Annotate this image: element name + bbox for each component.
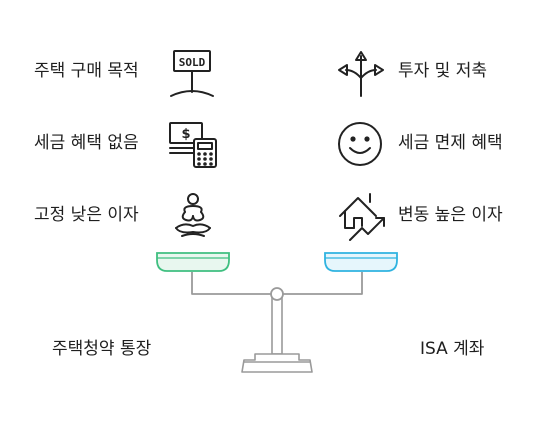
svg-text:$: $ bbox=[181, 127, 190, 142]
right-pan bbox=[324, 252, 398, 272]
right-item-1-label: 투자 및 저축 bbox=[398, 61, 488, 81]
left-item-3-label: 고정 낮은 이자 bbox=[34, 205, 139, 225]
meditation-icon bbox=[175, 193, 211, 237]
right-item-3-label: 변동 높은 이자 bbox=[398, 205, 503, 225]
scale-post bbox=[271, 295, 283, 355]
left-item-1-label: 주택 구매 목적 bbox=[34, 61, 139, 81]
house-trend-icon bbox=[339, 193, 385, 241]
sold-sign-icon: SOLD bbox=[170, 50, 214, 97]
branching-arrows-icon bbox=[338, 51, 384, 97]
left-caption: 주택청약 통장 bbox=[52, 339, 152, 359]
left-item-2-label: 세금 혜택 없음 bbox=[34, 133, 139, 153]
svg-text:SOLD: SOLD bbox=[179, 56, 206, 69]
left-pan bbox=[156, 252, 230, 272]
scale-pivot bbox=[270, 287, 284, 301]
smiley-face-icon bbox=[338, 122, 382, 166]
scale-base bbox=[241, 353, 313, 373]
cash-calculator-icon: $ bbox=[169, 122, 217, 168]
right-caption: ISA 계좌 bbox=[420, 339, 485, 359]
right-item-2-label: 세금 면제 혜택 bbox=[398, 133, 503, 153]
